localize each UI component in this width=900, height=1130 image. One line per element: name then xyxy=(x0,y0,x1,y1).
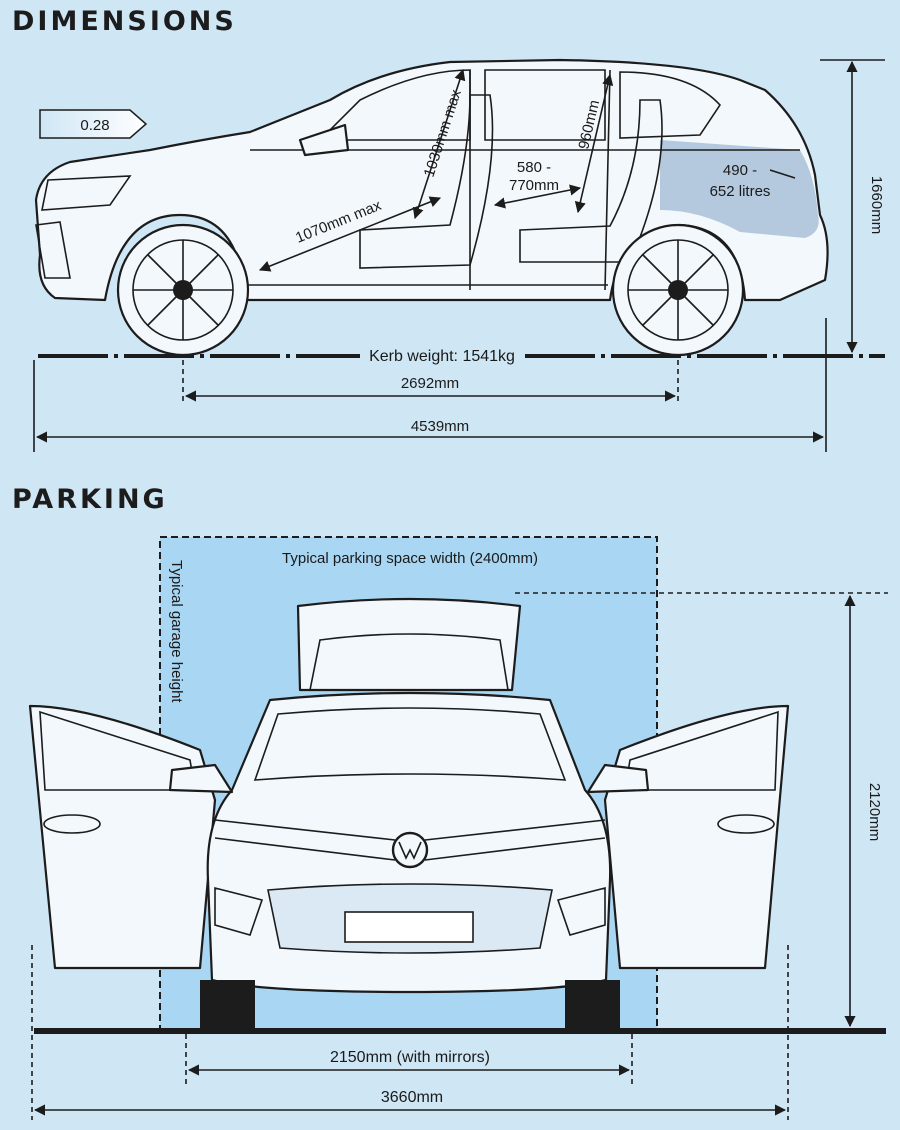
front-view-car xyxy=(28,597,790,1028)
rear-headroom-arrow xyxy=(574,73,614,214)
rear-legroom-label-1: 580 - xyxy=(517,159,551,176)
boot-leader-line xyxy=(769,169,796,179)
fog-lights xyxy=(214,886,606,936)
rear-wheel xyxy=(611,223,745,357)
front-legroom-arrow xyxy=(258,196,442,272)
boot-area xyxy=(660,140,819,238)
windscreen xyxy=(253,707,567,781)
right-mirror xyxy=(586,763,650,794)
left-door-handle xyxy=(43,814,101,834)
left-tyre xyxy=(200,980,255,1028)
rear-legroom-arrow xyxy=(493,184,582,209)
right-tyre xyxy=(565,980,620,1028)
left-open-door xyxy=(28,704,217,970)
boot-capacity-label-1: 490 - xyxy=(723,162,757,179)
front-wheel xyxy=(116,223,250,357)
number-plate xyxy=(344,911,474,943)
length-label: 4539mm xyxy=(411,418,469,435)
tailgate-height-label: 2120mm xyxy=(866,783,883,841)
tailgate-glass xyxy=(309,633,509,691)
light-bar xyxy=(214,819,606,861)
open-tailgate xyxy=(296,597,522,692)
headlight xyxy=(41,175,132,211)
vw-logo-mark xyxy=(398,841,422,860)
left-mirror xyxy=(168,763,234,794)
rear-legroom-label-2: 770mm xyxy=(509,177,559,194)
parking-heading: PARKING xyxy=(12,484,168,515)
side-view-car xyxy=(34,58,829,357)
rear-seat xyxy=(519,99,663,263)
parking-space-width-label: Typical parking space width (2400mm) xyxy=(282,550,538,567)
right-door-handle xyxy=(717,814,775,834)
kerb-weight-label: Kerb weight: 1541kg xyxy=(369,348,515,365)
drag-coefficient-label: 0.28 xyxy=(80,117,109,134)
boot-capacity-label-2: 652 litres xyxy=(710,183,771,200)
right-open-door xyxy=(603,704,790,970)
front-grille xyxy=(35,221,71,279)
door-width-label: 3660mm xyxy=(381,1089,443,1106)
wheelbase-label: 2692mm xyxy=(401,375,459,392)
drag-coefficient-tag: 0.28 xyxy=(39,109,148,139)
dimensions-heading: DIMENSIONS xyxy=(12,6,237,37)
side-mirror xyxy=(298,123,350,157)
height-label: 1660mm xyxy=(868,176,885,234)
front-headroom-arrow xyxy=(412,68,466,220)
mirror-width-label: 2150mm (with mirrors) xyxy=(330,1049,490,1066)
garage-height-label: Typical garage height xyxy=(168,560,185,703)
